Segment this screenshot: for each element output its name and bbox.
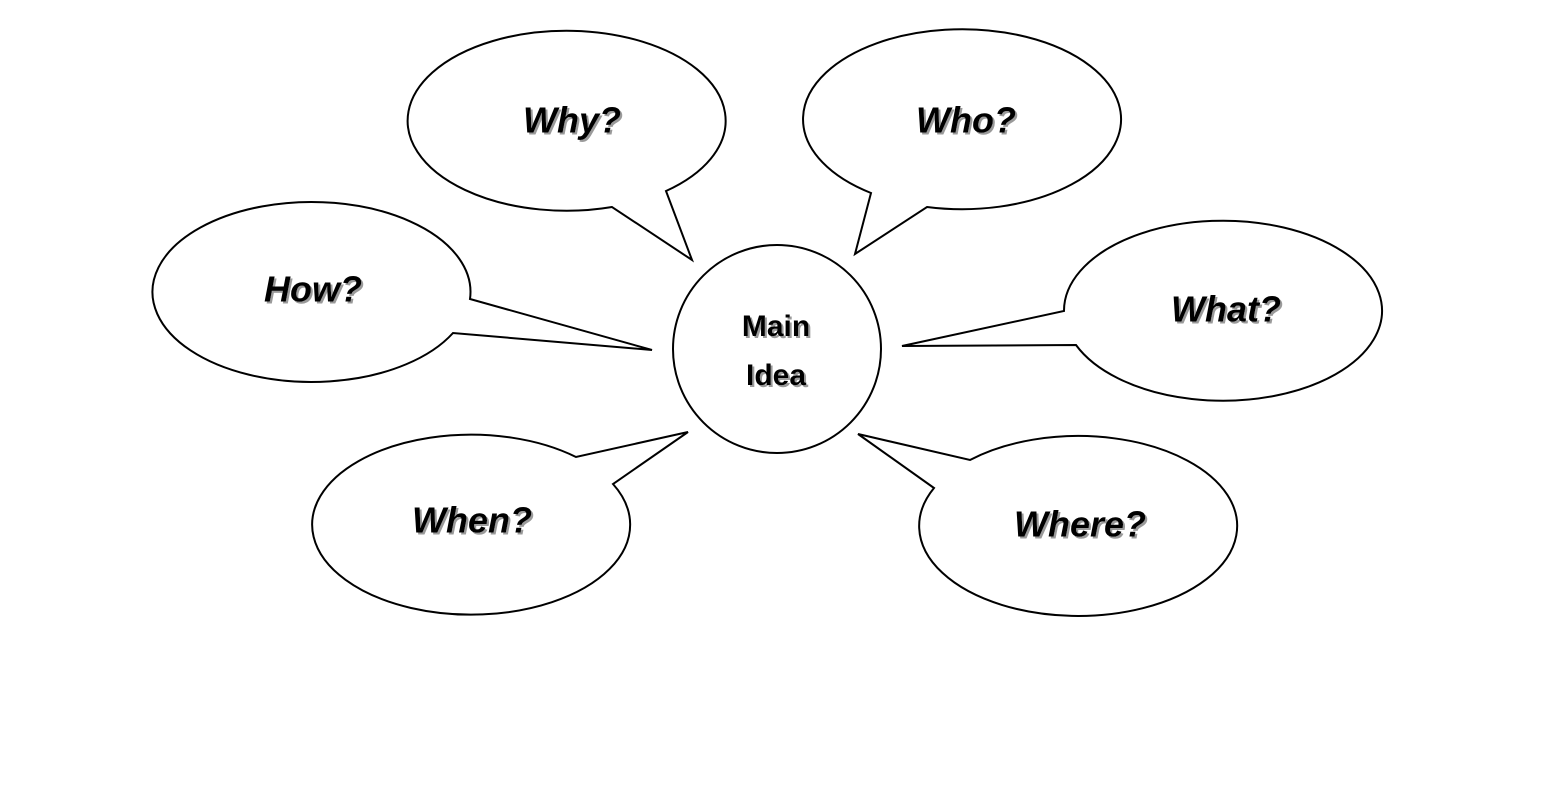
what-label: What?	[1171, 289, 1281, 330]
what-bubble-shape	[901, 219, 1383, 402]
who-label: Who?	[916, 100, 1016, 141]
where-bubble-shape	[857, 433, 1239, 617]
when-bubble: When?	[311, 431, 689, 616]
why-bubble-shape	[406, 29, 727, 263]
where-bubble: Where?	[857, 433, 1239, 617]
how-bubble: How?	[151, 200, 653, 383]
what-bubble: What?	[901, 219, 1383, 402]
where-label: Where?	[1014, 504, 1146, 545]
when-bubble-shape	[311, 431, 689, 616]
when-label: When?	[412, 500, 532, 541]
who-bubble-shape	[802, 28, 1122, 257]
main-idea-label-line2: Idea	[746, 359, 806, 392]
how-label: How?	[264, 269, 362, 310]
why-label: Why?	[523, 100, 621, 141]
main-idea-node: Main Idea	[672, 244, 882, 454]
why-bubble: Why?	[406, 29, 727, 263]
how-bubble-shape	[151, 200, 653, 383]
main-idea-circle	[672, 244, 882, 454]
main-idea-label-line1: Main	[742, 310, 810, 343]
who-bubble: Who?	[802, 28, 1122, 257]
